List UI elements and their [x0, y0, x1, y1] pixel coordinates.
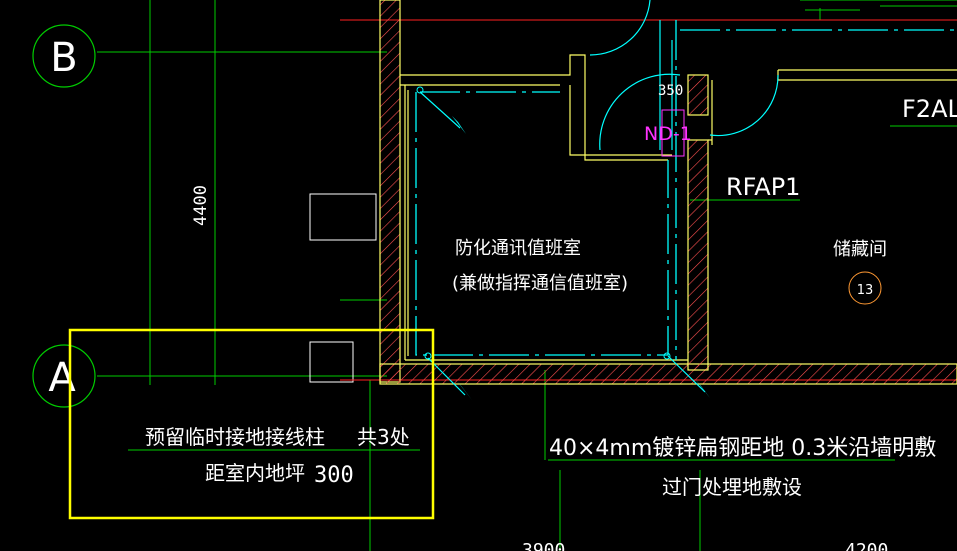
- steel-strip-note-line2: 过门处埋地敷设: [662, 475, 802, 499]
- grounding-note-line2: 距室内地坪: [205, 461, 305, 485]
- room-number-badge: 13: [848, 271, 882, 305]
- storage-room-label: 储藏间: [833, 239, 887, 260]
- comm-room-label-line2: (兼做指挥通信值班室): [452, 273, 628, 294]
- grounding-note-count: 共3处: [357, 425, 410, 449]
- door-swings: [589, 0, 779, 151]
- grounding-note-line1: 预留临时接地接线柱: [145, 425, 325, 449]
- dimension-3900: 3900: [522, 540, 565, 551]
- comm-room-label-line1: 防化通讯值班室: [455, 238, 581, 259]
- dimension-4200: 4200: [845, 540, 888, 551]
- wall-outlines: [400, 54, 957, 361]
- f2al-label: F2AL: [902, 95, 957, 123]
- dimension-4400: 4400: [191, 185, 211, 226]
- nd-label: ND-1: [644, 123, 692, 145]
- grounding-markers: [416, 86, 671, 360]
- cable-arrows: [452, 116, 710, 400]
- cable-runs: [415, 20, 957, 360]
- dimension-350: 350: [658, 83, 683, 99]
- grounding-note-box: [68, 328, 435, 520]
- column-marker-upper: [309, 193, 377, 241]
- walls: [379, 0, 957, 385]
- red-lines: [340, 19, 957, 381]
- storage-room-number: 13: [857, 283, 874, 298]
- rfap-label: RFAP1: [726, 173, 800, 201]
- steel-strip-note-line1: 40×4mm镀锌扁钢距地 0.3米沿墙明敷: [549, 436, 936, 461]
- axis-bubble-b: B: [32, 24, 96, 88]
- nd-panel: ND-1: [644, 109, 692, 157]
- axis-label-b: B: [50, 35, 77, 81]
- cable-solid: [419, 20, 706, 396]
- axis-label-a: A: [48, 355, 76, 401]
- column-marker-lower: [309, 341, 354, 383]
- grounding-note-height: 300: [314, 463, 354, 488]
- axis-bubble-a: A: [32, 344, 96, 408]
